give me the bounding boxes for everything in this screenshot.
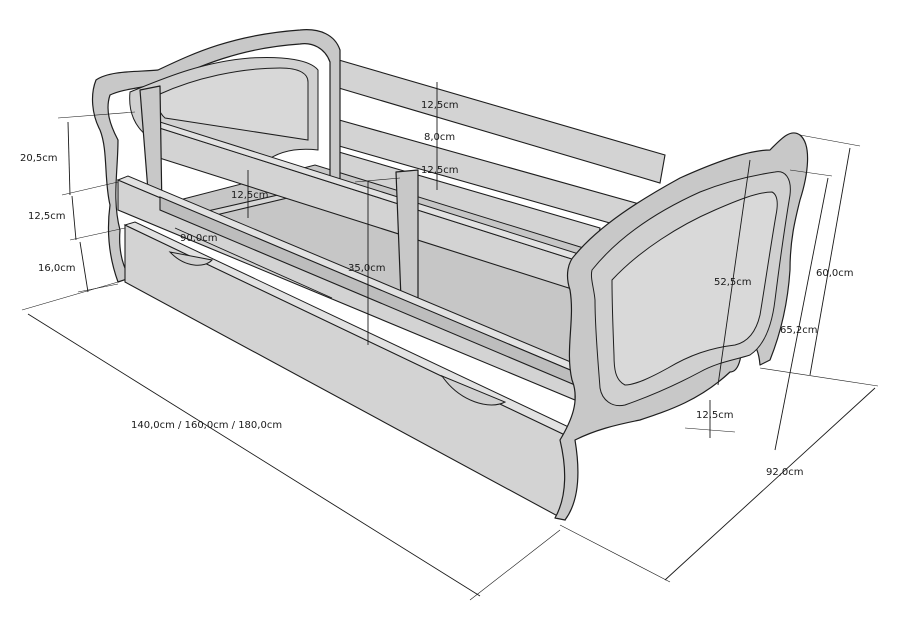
front-guard-rail <box>139 85 587 325</box>
side-frame <box>116 175 587 401</box>
drawer <box>123 221 577 521</box>
width-label: 92,0cm <box>766 467 804 478</box>
guard-height-label: 12,5cm <box>231 190 269 201</box>
inner-panel-label: 52,5cm <box>714 277 752 288</box>
lower-rail-label: 12,5cm <box>421 165 459 176</box>
leg-gap-label: 12,5cm <box>696 410 734 421</box>
left-bottom-label: 16,0cm <box>38 263 76 274</box>
dimension-labels: 140,0cm / 160,0cm / 180,0cm 92,0cm 60,0c… <box>20 100 854 478</box>
guard-length-label: 90,0cm <box>180 233 218 244</box>
left-top-label: 20,5cm <box>20 153 58 164</box>
left-mid-label: 12,5cm <box>28 211 66 222</box>
footboard <box>554 132 809 521</box>
rail-gap-label: 8,0cm <box>424 132 455 143</box>
top-rail-label: 12,5cm <box>421 100 459 111</box>
length-label: 140,0cm / 160,0cm / 180,0cm <box>131 420 282 431</box>
headboard-height-label: 60,0cm <box>816 268 854 279</box>
dimension-lines <box>21 82 879 601</box>
footboard-height-label: 65,2cm <box>780 325 818 336</box>
side-depth-label: 35,0cm <box>348 263 386 274</box>
